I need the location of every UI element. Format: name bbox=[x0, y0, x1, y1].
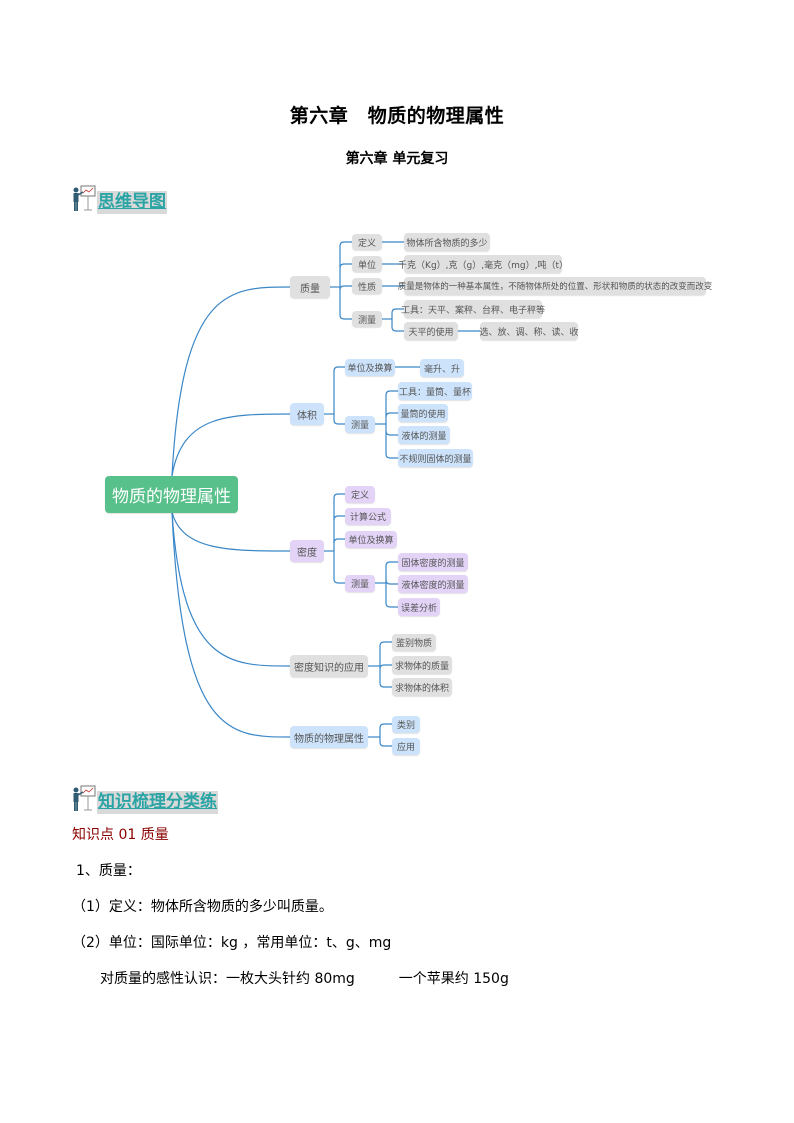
mass-unit: （2）单位：国际单位：kg ，常用单位：t、g、mg bbox=[72, 935, 392, 951]
chapter-title: 第六章 物质的物理属性 bbox=[289, 105, 505, 127]
mind-map-connectors bbox=[171, 241, 480, 747]
node-mass-property[interactable]: 性质 bbox=[352, 278, 382, 294]
node-physical-props-item[interactable]: 类别 bbox=[392, 716, 420, 733]
node-balance-use[interactable]: 天平的使用 bbox=[404, 322, 458, 340]
branch-connector bbox=[339, 285, 352, 291]
node-density[interactable]: 密度 bbox=[290, 540, 324, 562]
root-connector bbox=[171, 511, 291, 667]
mass-definition: （1）定义：物体所含物质的多少叫质量。 bbox=[72, 899, 333, 915]
node-density-measure-item[interactable]: 固体密度的测量 bbox=[398, 553, 468, 571]
node-mass-unit-detail[interactable]: 千克（Kg）,克（g）,毫克（mg）,吨（t） bbox=[398, 255, 568, 273]
branch-connector bbox=[339, 263, 352, 269]
node-volume-unit[interactable]: 单位及换算 bbox=[345, 359, 395, 376]
branch-connector bbox=[333, 493, 345, 499]
mass-perception-apple: 一个苹果约 150g bbox=[398, 971, 509, 987]
root-connector bbox=[171, 511, 291, 552]
node-volume[interactable]: 体积 bbox=[290, 403, 324, 425]
node-volume-measure[interactable]: 测量 bbox=[345, 416, 375, 433]
branch-connector bbox=[333, 538, 345, 544]
branch-connector bbox=[339, 241, 352, 247]
branch-connector bbox=[385, 390, 398, 396]
node-physical-props-item[interactable]: 应用 bbox=[392, 738, 420, 755]
node-mass-definition[interactable]: 定义 bbox=[352, 234, 382, 250]
branch-connector bbox=[385, 579, 398, 585]
node-mass[interactable]: 质量 bbox=[290, 276, 330, 298]
node-density-measure-item[interactable]: 误差分析 bbox=[398, 598, 440, 616]
chapter-subtitle: 第六章 单元复习 bbox=[345, 151, 449, 167]
knowledge-point-title: 知识点 01 质量 bbox=[72, 827, 169, 843]
branch-connector bbox=[391, 308, 404, 314]
branch-connector bbox=[333, 419, 345, 425]
knowledge-heading: 知识梳理分类练 bbox=[71, 780, 218, 814]
node-density-app-item[interactable]: 求物体的质量 bbox=[392, 656, 452, 674]
root-connector bbox=[171, 511, 291, 738]
branch-connector bbox=[385, 412, 398, 418]
branch-connector bbox=[385, 561, 398, 567]
mass-heading: 1、质量： bbox=[76, 863, 141, 879]
node-mass-definition-detail[interactable]: 物体所含物质的多少 bbox=[404, 233, 490, 251]
branch-connector bbox=[339, 314, 352, 320]
branch-connector bbox=[333, 578, 345, 584]
branch-connector bbox=[379, 664, 392, 670]
node-volume-measure-item[interactable]: 工具：量筒、量杯 bbox=[398, 382, 472, 400]
teacher-presentation-icon bbox=[71, 184, 97, 214]
node-density-item[interactable]: 单位及换算 bbox=[345, 531, 397, 548]
node-density-app-item[interactable]: 鉴别物质 bbox=[392, 634, 436, 651]
mindmap-heading-label: 思维导图 bbox=[97, 191, 167, 214]
branch-connector bbox=[379, 641, 392, 647]
node-density-measure[interactable]: 测量 bbox=[345, 575, 375, 592]
branch-connector bbox=[385, 453, 398, 459]
branch-connector bbox=[379, 741, 392, 747]
node-density-app-item[interactable]: 求物体的体积 bbox=[392, 678, 452, 696]
branch-connector bbox=[385, 602, 398, 608]
node-volume-unit-detail[interactable]: 毫升、升 bbox=[420, 359, 464, 377]
branch-connector bbox=[333, 366, 345, 372]
branch-connector bbox=[385, 430, 398, 436]
node-mass-measure[interactable]: 测量 bbox=[352, 311, 382, 327]
root-connector bbox=[171, 413, 291, 477]
branch-connector bbox=[333, 515, 345, 521]
node-density-application[interactable]: 密度知识的应用 bbox=[290, 655, 368, 677]
node-mass-unit[interactable]: 单位 bbox=[352, 256, 382, 272]
teacher-presentation-icon bbox=[71, 784, 97, 814]
root-node[interactable]: 物质的物理属性 bbox=[105, 476, 238, 513]
mass-perception-pin: 对质量的感性认识：一枚大头针约 80mg bbox=[100, 971, 355, 987]
node-balance-steps[interactable]: 选、放、调、称、读、收 bbox=[480, 322, 579, 340]
node-volume-measure-item[interactable]: 不规则固体的测量 bbox=[398, 449, 473, 467]
root-connector bbox=[171, 286, 291, 477]
branch-connector bbox=[379, 682, 392, 688]
node-mass-tools[interactable]: 工具：天平、案秤、台秤、电子秤等 bbox=[401, 300, 545, 318]
mind-map: 物质的物理属性 质量 定义 物体所含物质的多少 单位 千克（Kg）,克（g）,毫… bbox=[0, 220, 794, 770]
mindmap-heading: 思维导图 bbox=[71, 180, 167, 214]
branch-connector bbox=[379, 723, 392, 729]
mass-perception: 对质量的感性认识：一枚大头针约 80mg 一个苹果约 150g bbox=[100, 968, 509, 988]
node-density-measure-item[interactable]: 液体密度的测量 bbox=[398, 575, 468, 593]
branch-connector bbox=[391, 326, 404, 332]
knowledge-heading-label: 知识梳理分类练 bbox=[97, 791, 218, 814]
node-physical-properties[interactable]: 物质的物理属性 bbox=[290, 726, 368, 748]
node-volume-measure-item[interactable]: 液体的测量 bbox=[398, 426, 450, 444]
node-density-item[interactable]: 定义 bbox=[345, 486, 375, 503]
node-volume-measure-item[interactable]: 量筒的使用 bbox=[398, 404, 448, 422]
node-density-item[interactable]: 计算公式 bbox=[345, 508, 391, 525]
node-mass-property-detail[interactable]: 质量是物体的一种基本属性，不随物体所处的位置、形状和物质的状态的改变而改变 bbox=[398, 277, 712, 295]
